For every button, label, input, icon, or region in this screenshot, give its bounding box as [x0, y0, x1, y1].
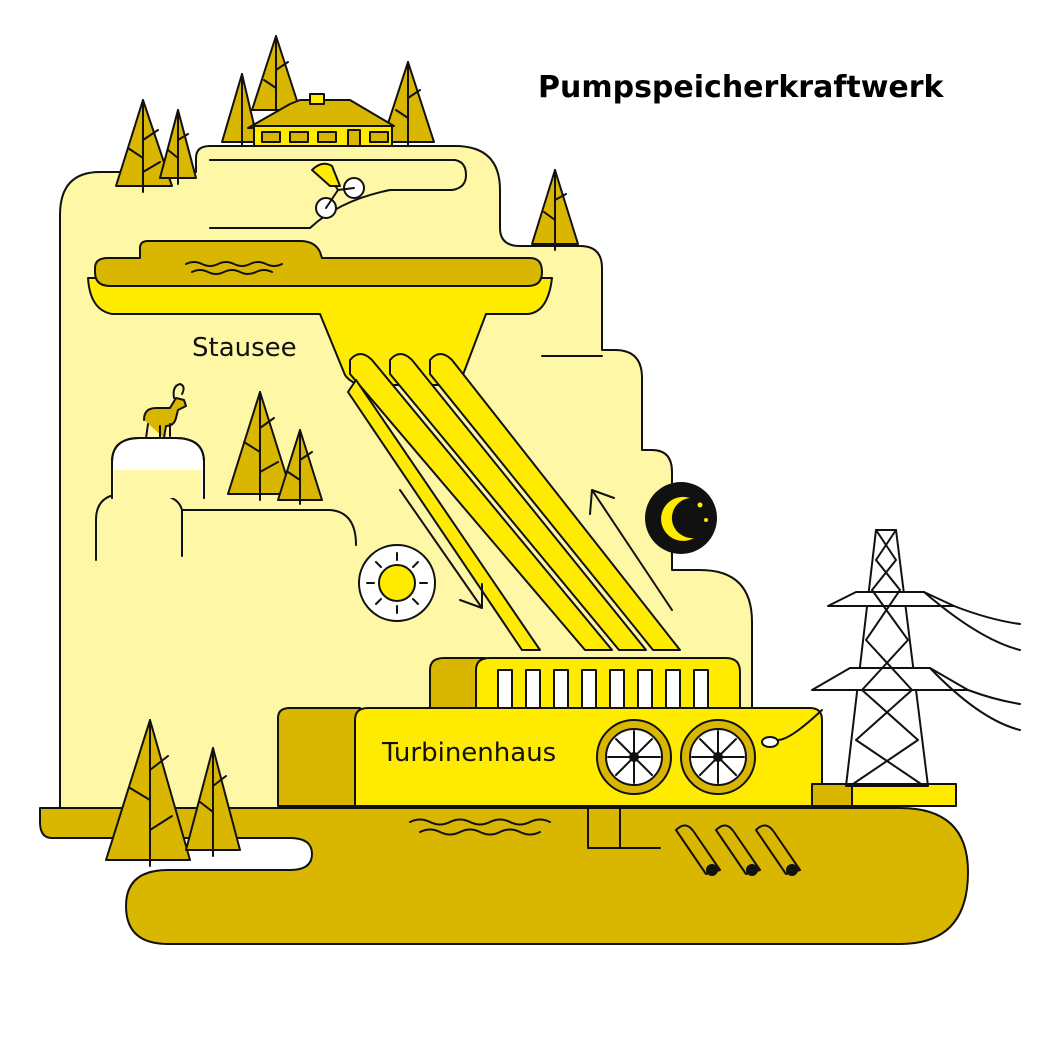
tree-icon	[159, 109, 197, 185]
reservoir-label: Stausee	[192, 333, 297, 363]
house-icon	[209, 93, 456, 147]
moon-icon	[645, 482, 717, 554]
tree-icon	[531, 169, 579, 251]
arrow-up-left-icon	[589, 489, 673, 611]
penstock-pipes	[347, 353, 681, 651]
cyclist-icon	[311, 162, 365, 219]
outlet-pipes	[587, 805, 801, 876]
tree-icon	[381, 61, 435, 147]
ibex-icon	[143, 383, 187, 439]
tree-icon	[185, 747, 241, 857]
pylon-icon	[777, 529, 1021, 787]
tree-icon	[105, 719, 191, 867]
tree-icon	[227, 391, 293, 501]
turbine-house-label: Turbinenhaus	[382, 738, 557, 768]
tree-icon	[277, 429, 323, 505]
arrow-down-right-icon	[399, 489, 483, 609]
tree-icon	[115, 99, 173, 193]
turbine-icon	[680, 719, 756, 795]
upper-reservoir-water	[94, 240, 543, 287]
tree-icon	[221, 73, 259, 147]
turbine-icon	[596, 719, 672, 795]
tree-icon	[251, 35, 301, 111]
sun-icon	[358, 544, 436, 622]
diagram-title: Pumpspeicherkraftwerk	[538, 70, 944, 105]
